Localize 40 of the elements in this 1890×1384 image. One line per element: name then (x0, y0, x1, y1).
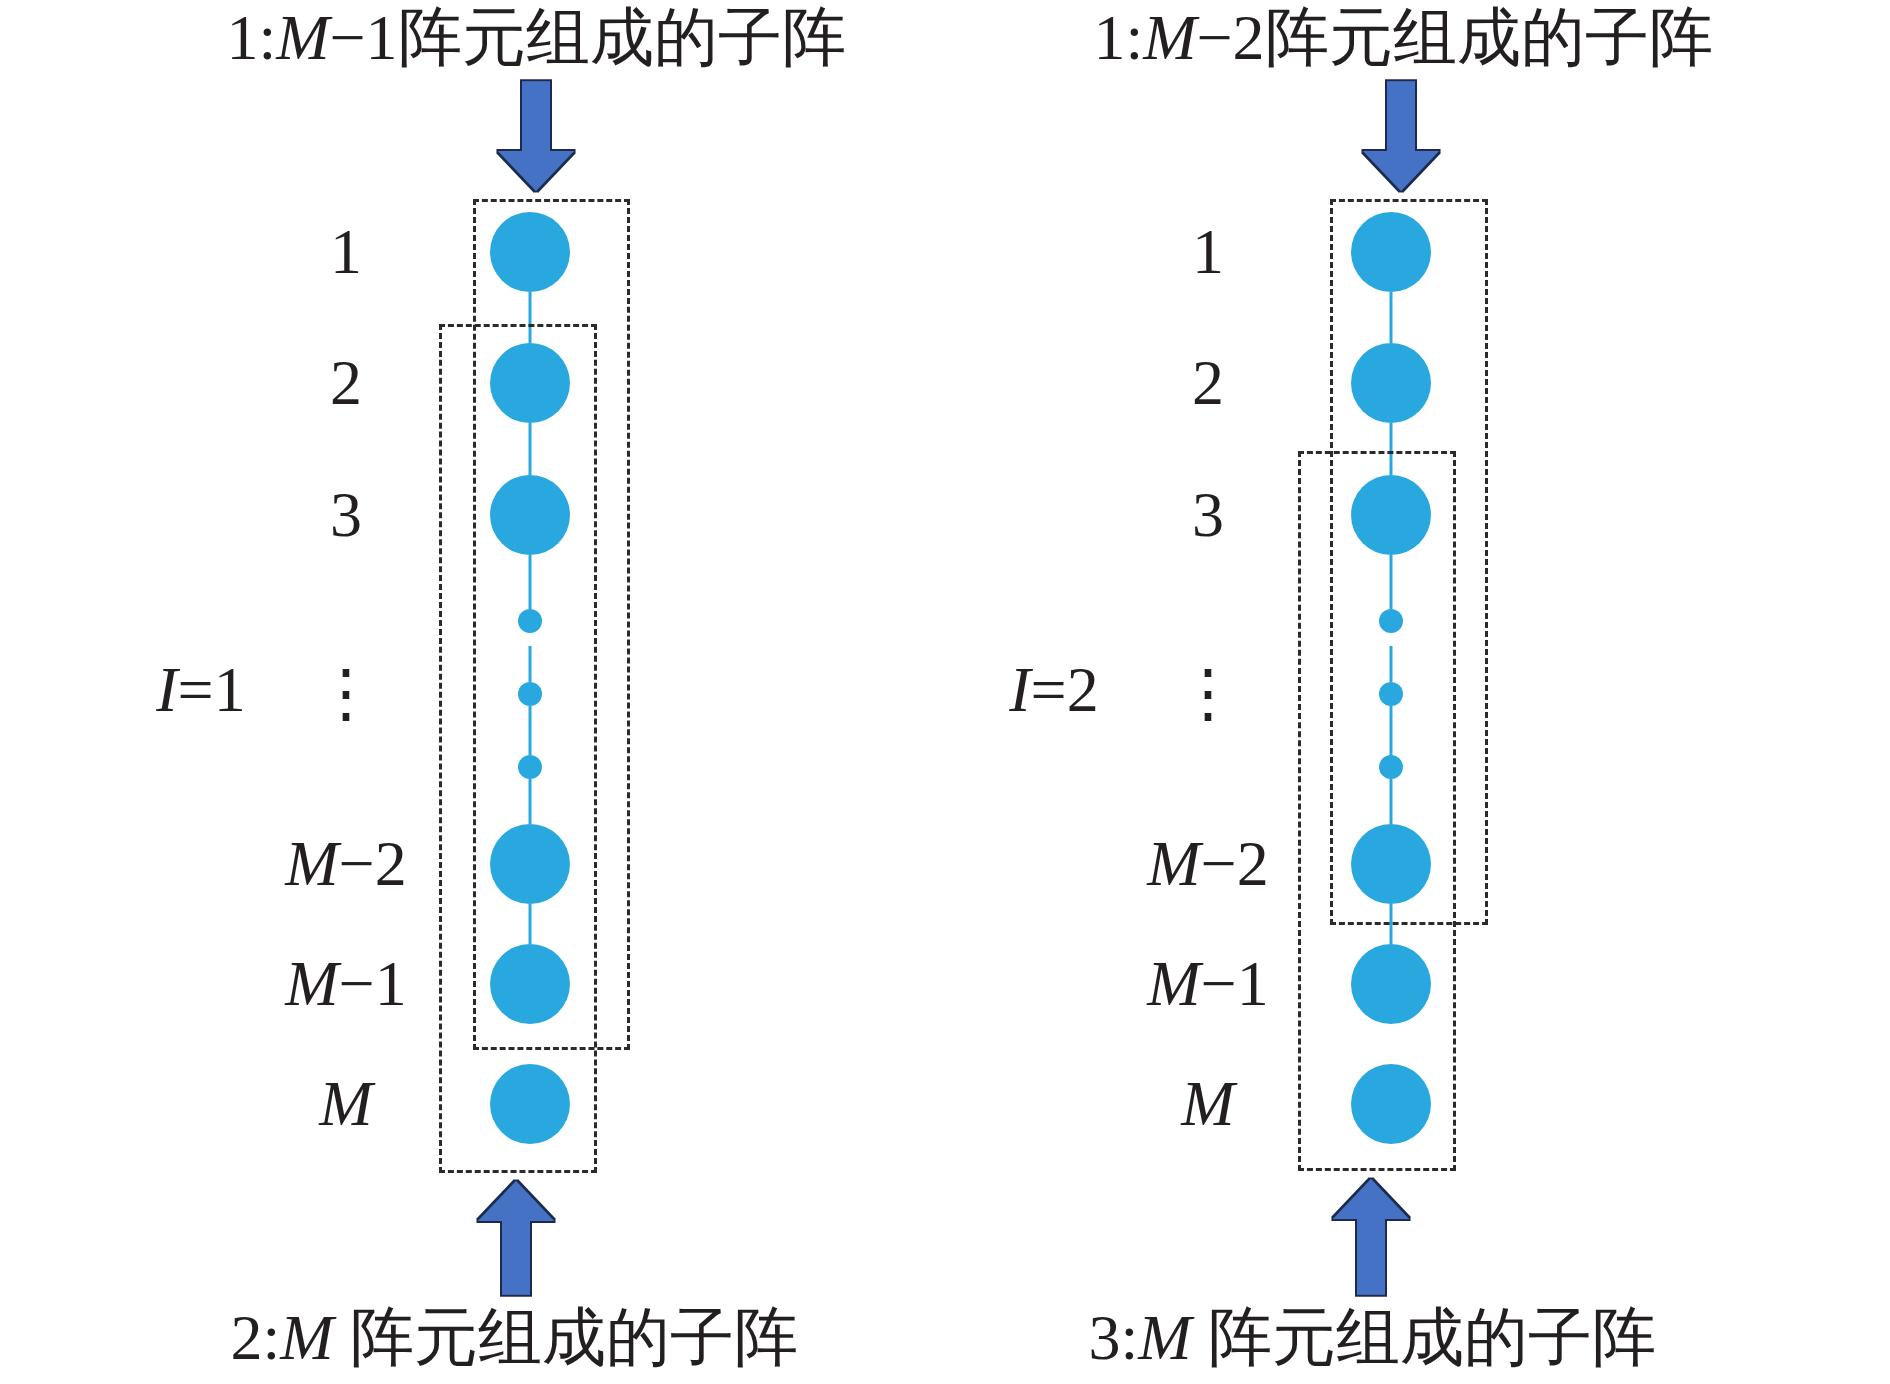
connecting-line (1389, 555, 1393, 609)
element-number: 3 (330, 479, 362, 551)
block-arrow (1363, 81, 1439, 191)
subarray-caption: 1:M−1阵元组成的子阵 (226, 2, 846, 74)
connecting-line (528, 706, 532, 755)
element-number: M−2 (285, 828, 407, 900)
connecting-line (528, 779, 532, 824)
connecting-line (528, 423, 532, 475)
connecting-line (1389, 292, 1393, 343)
block-arrow (1333, 1179, 1409, 1295)
subarray-caption: 2:M 阵元组成的子阵 (230, 1302, 798, 1374)
element-number: 2 (330, 347, 362, 419)
connecting-line (1389, 904, 1393, 944)
element-number: M−1 (285, 948, 407, 1020)
connecting-line (1389, 646, 1393, 682)
ellipsis-dot (1379, 609, 1403, 633)
connecting-line (528, 555, 532, 609)
element-number: M−2 (1147, 828, 1269, 900)
ellipsis-dot (518, 755, 542, 779)
connecting-line (528, 646, 532, 682)
ellipsis-dot (1379, 755, 1403, 779)
panel-label: I=1 (156, 654, 246, 726)
connecting-line (528, 292, 532, 343)
element-number: 3 (1192, 479, 1224, 551)
element-number: M−1 (1147, 948, 1269, 1020)
element-number: 1 (330, 216, 362, 288)
ellipsis-dot (518, 609, 542, 633)
connecting-line (1389, 779, 1393, 824)
vertical-ellipsis: ⋮ (1176, 658, 1240, 730)
connecting-line (1389, 423, 1393, 475)
block-arrow (478, 1181, 554, 1295)
element-number: 2 (1192, 347, 1224, 419)
block-arrow (498, 81, 574, 191)
vertical-ellipsis: ⋮ (314, 658, 378, 730)
element-number: 1 (1192, 216, 1224, 288)
connecting-line (528, 904, 532, 944)
connecting-line (1389, 706, 1393, 755)
panel-label: I=2 (1009, 654, 1099, 726)
subarray-caption: 3:M 阵元组成的子阵 (1088, 1302, 1656, 1374)
subarray-caption: 1:M−2阵元组成的子阵 (1093, 2, 1713, 74)
